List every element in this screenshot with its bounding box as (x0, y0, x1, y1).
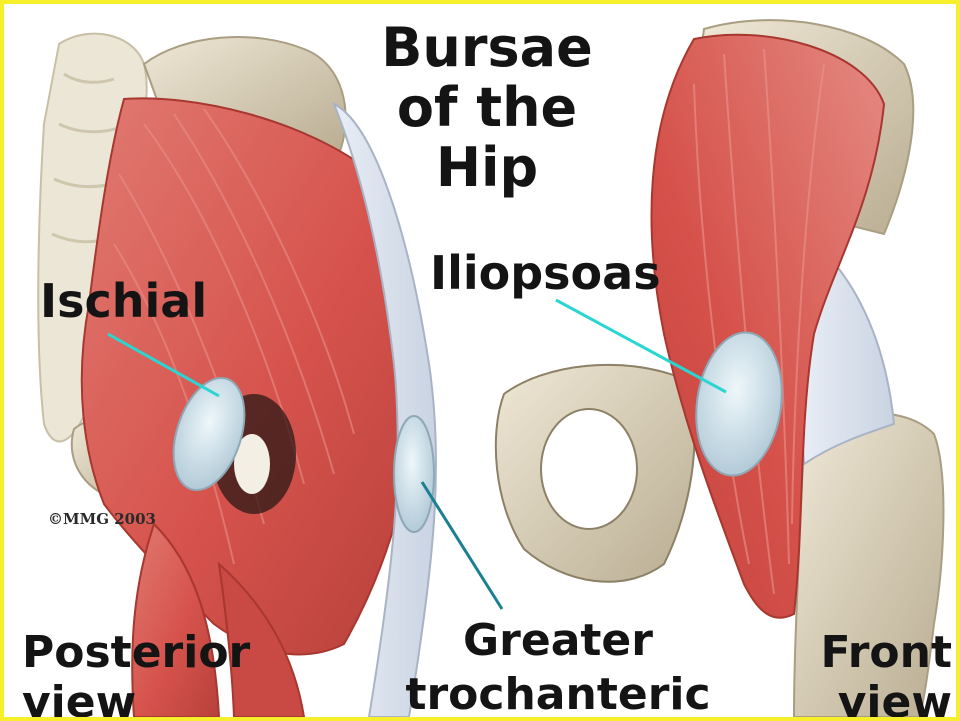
posterior-view-line-2: view (22, 678, 250, 721)
posterior-view-label: Posterior view (22, 628, 250, 721)
title-line-2: of the (372, 78, 602, 138)
title-line-3: Hip (372, 138, 602, 198)
greater-trochanteric-label: Greater trochanteric (390, 614, 726, 721)
copyright-notice: ©MMG 2003 (48, 512, 156, 527)
ischial-label: Ischial (40, 278, 207, 324)
figure-title: Bursae of the Hip (372, 18, 602, 198)
greater-trochanteric-leader-line (422, 482, 502, 609)
greater-trochanteric-line-1: Greater (390, 614, 726, 668)
front-view-line-2: view (800, 678, 952, 721)
title-line-1: Bursae (372, 18, 602, 78)
front-view-label: Front view (800, 628, 952, 721)
greater-trochanteric-line-2: trochanteric (390, 668, 726, 721)
posterior-view-line-1: Posterior (22, 628, 250, 678)
greater-trochanteric-bursa (394, 416, 434, 532)
front-view-line-1: Front (800, 628, 952, 678)
obturator-foramen (541, 409, 637, 529)
iliopsoas-label: Iliopsoas (430, 250, 661, 296)
